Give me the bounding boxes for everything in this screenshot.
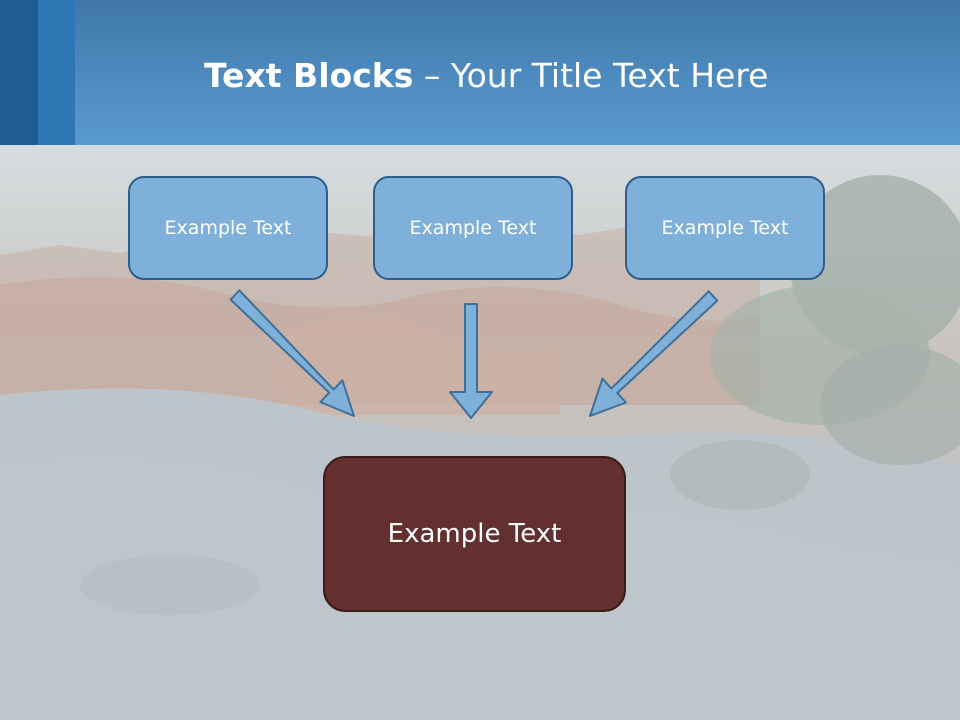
text-block-left-label: Example Text [164,217,292,239]
text-block-right-label: Example Text [661,217,789,239]
text-block-center-label: Example Text [409,217,537,239]
title-bold-part: Text Blocks [204,56,414,95]
arrow-left-down-right [229,289,355,417]
text-block-center: Example Text [373,176,573,280]
arrow-right-down-left [589,290,719,417]
arrow-center-down [449,303,493,419]
header-stripe-medium [38,0,75,145]
text-block-right: Example Text [625,176,825,280]
text-block-result-label: Example Text [387,519,562,549]
title-rest-part: – Your Title Text Here [413,56,769,95]
header-stripe-dark [0,0,38,145]
slide-title: Text Blocks – Your Title Text Here [204,52,768,100]
text-block-result: Example Text [323,456,626,612]
header-band: Text Blocks – Your Title Text Here [0,0,960,145]
text-block-left: Example Text [128,176,328,280]
